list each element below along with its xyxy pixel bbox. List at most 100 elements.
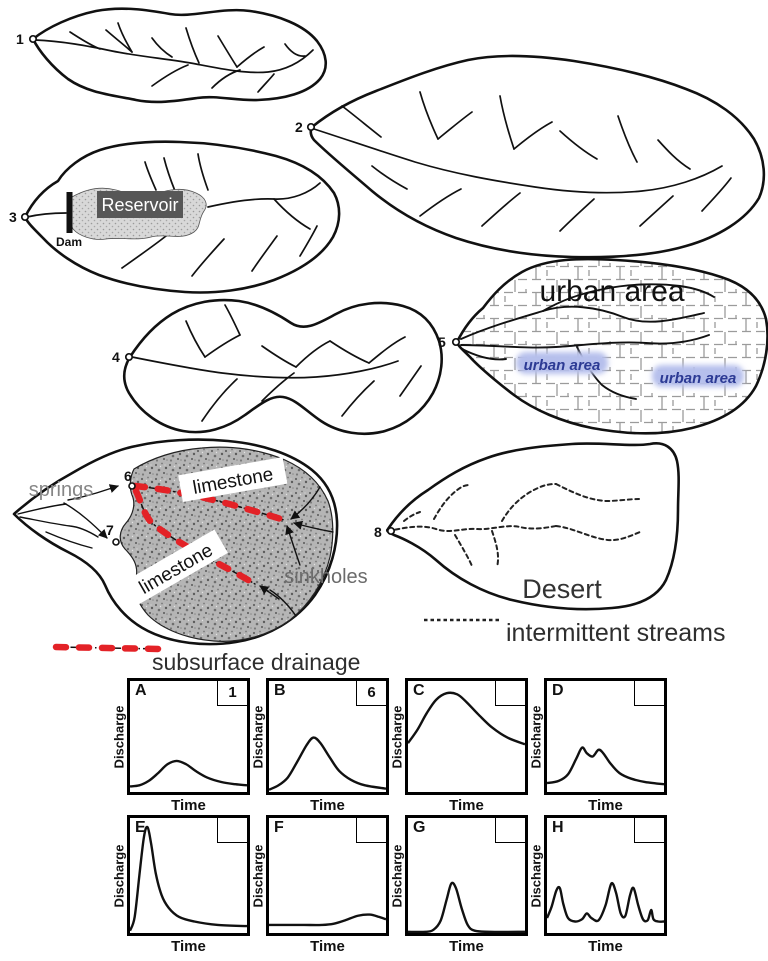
watershed-1-number: 1: [16, 31, 24, 47]
y-axis-label: Discharge: [250, 705, 266, 768]
hydrograph-plot-H: Discharge H Time: [529, 815, 667, 955]
urban-area-tag-1: urban area: [524, 357, 601, 374]
hydrograph-plot-C: Discharge C Time: [390, 678, 528, 814]
y-axis-label: Discharge: [111, 705, 127, 768]
hydrograph-curve-F: [269, 818, 386, 933]
y-axis-label: Discharge: [389, 705, 405, 768]
watershed-5: urban area urban area urban area 5: [438, 257, 768, 435]
plot-corner-box: [495, 681, 525, 706]
subsurface-path-upper-red: [131, 482, 288, 524]
plot-letter: H: [552, 819, 564, 836]
plot-letter: C: [413, 682, 425, 699]
outlet-4-marker: [124, 352, 134, 362]
intermittent-streams: [387, 483, 641, 568]
plot-letter: B: [274, 682, 286, 699]
desert-label: Desert: [522, 574, 602, 604]
plot-corner-box: [634, 818, 664, 843]
legend-intermittent-streams: intermittent streams: [424, 618, 726, 647]
watershed-4-outline: [122, 298, 443, 436]
outlet-1-marker: [28, 34, 38, 44]
springs-label: springs: [29, 479, 93, 501]
urban-area-title: urban area: [539, 275, 684, 308]
hydrograph-curve-C: [408, 681, 525, 792]
outlet-2-marker: [306, 122, 316, 132]
outlet-8-marker: [386, 526, 396, 536]
x-axis-label: Time: [310, 797, 345, 814]
hydrograph-curve-E: [130, 818, 247, 933]
plot-letter: A: [135, 682, 147, 699]
watershed-8-number: 8: [374, 524, 382, 540]
plot-letter: G: [413, 819, 426, 836]
legend-intermittent-label: intermittent streams: [506, 619, 726, 647]
y-axis-label: Discharge: [389, 844, 405, 907]
hydrograph-curve-H: [547, 818, 664, 933]
x-axis-label: Time: [449, 938, 484, 955]
reservoir-label: Reservoir: [101, 195, 178, 215]
plot-corner-box: [217, 818, 247, 843]
plot-corner-box: [495, 818, 525, 843]
dam-label: Dam: [56, 235, 82, 249]
plot-corner-box: [634, 681, 664, 706]
watershed-1-streams: [34, 22, 314, 93]
watershed-3-streams: [26, 153, 321, 277]
watershed-2-outline: [309, 54, 766, 259]
plot-letter: E: [135, 819, 146, 836]
watershed-6-7-karst: limestone limestone springs sinkholes 6 …: [12, 438, 368, 646]
x-axis-label: Time: [171, 938, 206, 955]
plot-letter: F: [274, 819, 284, 836]
watershed-2-number: 2: [295, 119, 303, 135]
urban-area-glow-2: [652, 365, 744, 387]
watershed-4-streams: [131, 304, 422, 422]
hydrograph-curve-B: [269, 681, 386, 792]
plot-letter: D: [552, 682, 564, 699]
y-axis-label: Discharge: [528, 705, 544, 768]
y-axis-label: Discharge: [250, 844, 266, 907]
watershed-7-number: 7: [106, 522, 114, 538]
hydrograph-curve-D: [547, 681, 664, 792]
x-axis-label: Time: [171, 797, 206, 814]
limestone-area: [119, 446, 334, 642]
hydrograph-plot-B: Discharge B 6 Time: [251, 678, 389, 814]
hydrograph-plot-A: Discharge A 1 Time: [112, 678, 250, 814]
watershed-2: 2: [295, 54, 766, 259]
springs-streams: [17, 484, 119, 549]
watershed-3: Reservoir Dam 3: [9, 140, 341, 294]
desert-outline: [386, 442, 680, 611]
x-axis-label: Time: [588, 938, 623, 955]
watershed-1: 1: [16, 7, 327, 104]
basins-canvas: 1 2: [9, 7, 768, 675]
plot-corner-box: 6: [356, 681, 386, 706]
legend-subsurface-line-red: [52, 643, 164, 653]
watershed-4-number: 4: [112, 349, 120, 365]
sinkhole-streams: [259, 486, 334, 617]
hydrograph-curve-G: [408, 818, 525, 933]
watershed-2-streams: [313, 91, 732, 232]
plot-corner-box: 1: [217, 681, 247, 706]
hydrograph-plot-G: Discharge G Time: [390, 815, 528, 955]
watershed-1-outline: [31, 7, 327, 104]
watershed-5-number: 5: [438, 334, 446, 350]
outlet-5-marker: [451, 337, 461, 347]
hydrograph-plot-D: Discharge D Time: [529, 678, 667, 814]
x-axis-label: Time: [588, 797, 623, 814]
outlet-3-marker: [20, 212, 30, 222]
y-axis-label: Discharge: [528, 844, 544, 907]
legend-subsurface-line-base: [55, 646, 161, 650]
legend-subsurface-drainage: subsurface drainage: [52, 643, 360, 675]
plot-corner-box: [356, 818, 386, 843]
urban-area-tag-2: urban area: [660, 370, 737, 387]
watershed-5-outline: [455, 257, 768, 435]
watershed-6-number: 6: [124, 468, 132, 484]
watershed-4: 4: [112, 298, 443, 436]
urban-area-glow-1: [516, 352, 608, 374]
watershed-8-desert: Desert 8: [374, 442, 680, 611]
y-axis-label: Discharge: [111, 844, 127, 907]
dam-bar: [66, 192, 73, 233]
x-axis-label: Time: [449, 797, 484, 814]
hydrograph-curve-A: [130, 681, 247, 792]
watershed-3-number: 3: [9, 209, 17, 225]
x-axis-label: Time: [310, 938, 345, 955]
sinkholes-label: sinkholes: [284, 566, 367, 588]
outlet-7-marker: [112, 538, 120, 546]
